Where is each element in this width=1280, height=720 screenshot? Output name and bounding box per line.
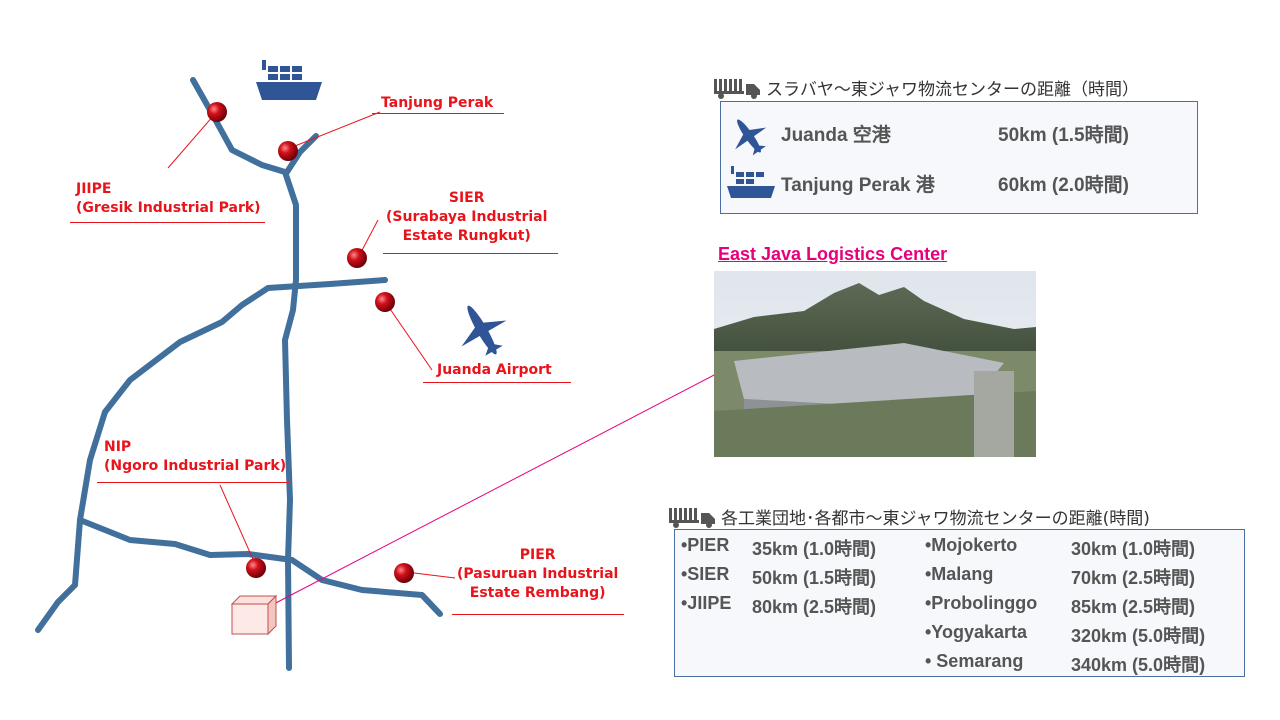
semarang-distance: 340km (5.0時間)	[1071, 655, 1206, 675]
truck-icon	[714, 78, 760, 99]
road-south	[77, 517, 443, 617]
nip-marker	[246, 558, 266, 578]
road-west	[35, 277, 388, 633]
sier-marker	[347, 248, 367, 268]
airplane-icon	[461, 305, 507, 356]
semarang-name: • Semarang	[925, 651, 1024, 671]
jiipe-desc: (Gresik Industrial Park)	[76, 200, 261, 216]
probolinggo-distance: 85km (2.5時間)	[1071, 597, 1196, 617]
jiipe-distance: 80km (2.5時間)	[752, 597, 877, 617]
jiipe-marker	[207, 102, 227, 122]
pier-marker	[394, 563, 414, 583]
distances-box: •PIER 35km (1.0時間) •SIER 50km (1.5時間) •J…	[674, 529, 1245, 677]
mojokerto-distance: 30km (1.0時間)	[1071, 539, 1196, 559]
nip-desc: (Ngoro Industrial Park)	[104, 458, 287, 474]
road-north-south	[190, 77, 299, 671]
yogyakarta-distance: 320km (5.0時間)	[1071, 626, 1206, 646]
pier-name: PIER	[519, 547, 556, 563]
pier-distance: 35km (1.0時間)	[752, 539, 877, 559]
pier-label: PIER (Pasuruan Industrial Estate Rembang…	[457, 546, 618, 603]
sier-label: SIER (Surabaya Industrial Estate Rungkut…	[386, 189, 547, 246]
tanjung-perak-marker	[278, 141, 298, 161]
tanjung-perak-distance: 60km (2.0時間)	[998, 175, 1129, 196]
ship-icon	[727, 166, 775, 198]
tanjung-perak-name: Tanjung Perak 港	[781, 175, 935, 196]
jiipe-label: JIIPE (Gresik Industrial Park)	[76, 180, 261, 218]
juanda-name: Juanda 空港	[781, 125, 891, 146]
probolinggo-name: •Probolinggo	[925, 593, 1038, 613]
mojokerto-name: •Mojokerto	[925, 535, 1018, 555]
surabaya-panel-title: スラバヤ～東ジャワ物流センターの距離（時間）	[714, 75, 1139, 100]
malang-name: •Malang	[925, 564, 994, 584]
sier-desc-2: Estate Rungkut)	[402, 228, 531, 244]
sier-name: •SIER	[681, 564, 730, 584]
tanjung-perak-label: Tanjung Perak	[381, 95, 494, 111]
ship-icon	[256, 60, 322, 100]
pier-desc-2: Estate Rembang)	[469, 585, 606, 601]
pier-name: •PIER	[681, 535, 730, 555]
nip-label: NIP (Ngoro Industrial Park)	[104, 438, 286, 476]
logistics-center-box-icon	[230, 594, 278, 636]
malang-distance: 70km (2.5時間)	[1071, 568, 1196, 588]
title-text: スラバヤ～東ジャワ物流センターの距離（時間）	[766, 80, 1139, 100]
juanda-distance: 50km (1.5時間)	[998, 125, 1129, 146]
title-text: 各工業団地･各都市～東ジャワ物流センターの距離(時間)	[721, 509, 1150, 529]
nip-name: NIP	[104, 439, 132, 455]
distances-panel-title: 各工業団地･各都市～東ジャワ物流センターの距離(時間)	[669, 504, 1150, 529]
sier-desc-1: (Surabaya Industrial	[386, 209, 548, 225]
juanda-label: Juanda Airport	[437, 362, 552, 378]
road-tanjung-perak	[284, 133, 319, 175]
jiipe-name: JIIPE	[76, 181, 112, 197]
yogyakarta-name: •Yogyakarta	[925, 622, 1028, 642]
logistics-center-photo	[714, 271, 1036, 457]
airplane-icon	[735, 119, 767, 156]
sier-distance: 50km (1.5時間)	[752, 568, 877, 588]
jiipe-name: •JIIPE	[681, 593, 732, 613]
surabaya-distance-box: Juanda 空港 50km (1.5時間) Tanjung Perak 港 6…	[720, 101, 1198, 214]
pier-desc-1: (Pasuruan Industrial	[457, 566, 619, 582]
logistics-center-title: East Java Logistics Center	[718, 244, 948, 264]
sier-name: SIER	[448, 190, 485, 206]
truck-icon	[669, 507, 715, 528]
juanda-marker	[375, 292, 395, 312]
